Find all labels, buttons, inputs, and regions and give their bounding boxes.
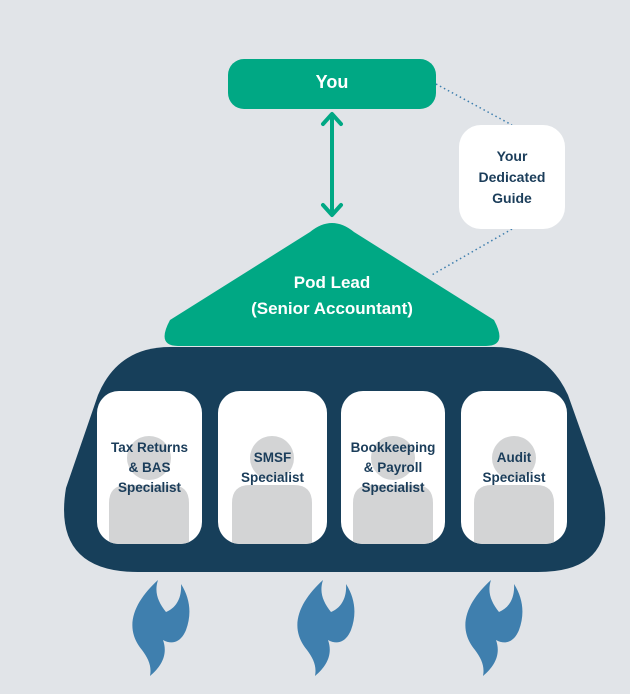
specialist-label: Audit Specialist — [482, 449, 546, 485]
person-silhouette-icon — [353, 436, 433, 544]
person-silhouette-icon — [474, 436, 554, 544]
flame-icon — [297, 580, 355, 676]
you-label: You — [315, 71, 349, 92]
specialist-label: Bookkeeping & Payroll Specialist — [350, 439, 436, 495]
pod-lead-shape — [164, 223, 500, 346]
double-arrow-icon — [321, 112, 343, 217]
person-silhouette-icon — [109, 436, 189, 544]
pod-lead-label: Pod Lead (Senior Accountant) — [251, 273, 413, 318]
specialist-card-audit: Audit Specialist — [461, 391, 567, 544]
flame-icon — [132, 580, 190, 676]
guide-box — [459, 125, 565, 229]
person-silhouette-icon — [232, 436, 312, 544]
specialist-card-bookkeeping: Bookkeeping & Payroll Specialist — [341, 391, 445, 544]
you-box — [228, 59, 436, 109]
guide-label: Your Dedicated Guide — [478, 147, 546, 206]
flame-icon — [465, 580, 523, 676]
specialist-label: Tax Returns & BAS Specialist — [110, 439, 189, 495]
specialist-label: SMSF Specialist — [240, 449, 305, 485]
guide-connector-top — [435, 83, 513, 126]
specialist-card-tax: Tax Returns & BAS Specialist — [97, 391, 202, 544]
specialist-card-smsf: SMSF Specialist — [218, 391, 327, 544]
